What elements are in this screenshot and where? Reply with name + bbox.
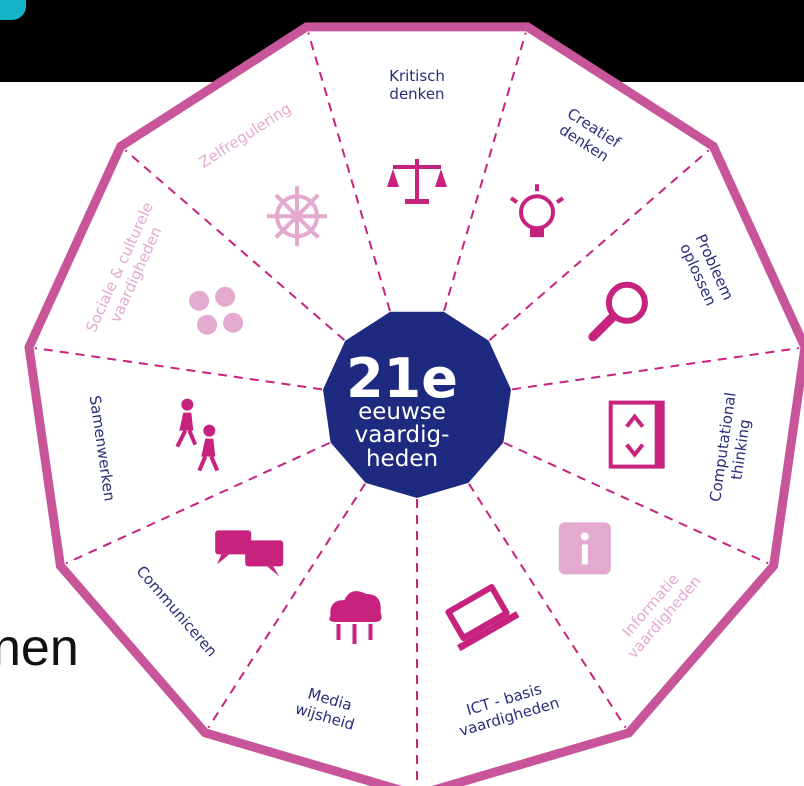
- center-text: 21e eeuwse vaardig- heden: [346, 347, 458, 472]
- segment-divider: [443, 32, 527, 312]
- segment-dividers: [34, 32, 800, 786]
- segment-divider: [503, 441, 769, 565]
- center-line-2: vaardig-: [355, 422, 450, 448]
- lightbulb-icon: [509, 184, 565, 238]
- segment-divider: [124, 149, 346, 341]
- code-window-icon: [608, 400, 665, 469]
- magnifier-icon: [588, 281, 648, 342]
- segment-divider: [34, 347, 323, 391]
- segment-label-line: denken: [389, 85, 444, 103]
- center-title: 21e: [346, 347, 458, 410]
- social-group-icon: [189, 286, 244, 335]
- segment-divider: [307, 32, 391, 312]
- segment-divider: [207, 483, 366, 729]
- partial-slide-text: nen: [0, 619, 79, 677]
- people-walking-icon: [175, 398, 220, 472]
- segment-divider: [65, 441, 331, 565]
- laptop-icon: [445, 584, 520, 652]
- segment-divider: [511, 347, 800, 391]
- info-icon: [558, 522, 611, 575]
- segment-divider: [468, 483, 627, 729]
- center-line-1: eeuwse: [358, 399, 446, 425]
- speech-bubbles-icon: [215, 530, 284, 577]
- segment-divider: [488, 149, 710, 341]
- center-line-3: heden: [366, 446, 438, 472]
- cloud-network-icon: [329, 591, 382, 644]
- center-badge: [323, 311, 511, 498]
- scales-icon: [387, 159, 447, 204]
- ship-wheel-icon: [267, 186, 327, 247]
- segment-label-line: Kritisch: [389, 67, 445, 85]
- teal-corner-mark: [0, 0, 26, 20]
